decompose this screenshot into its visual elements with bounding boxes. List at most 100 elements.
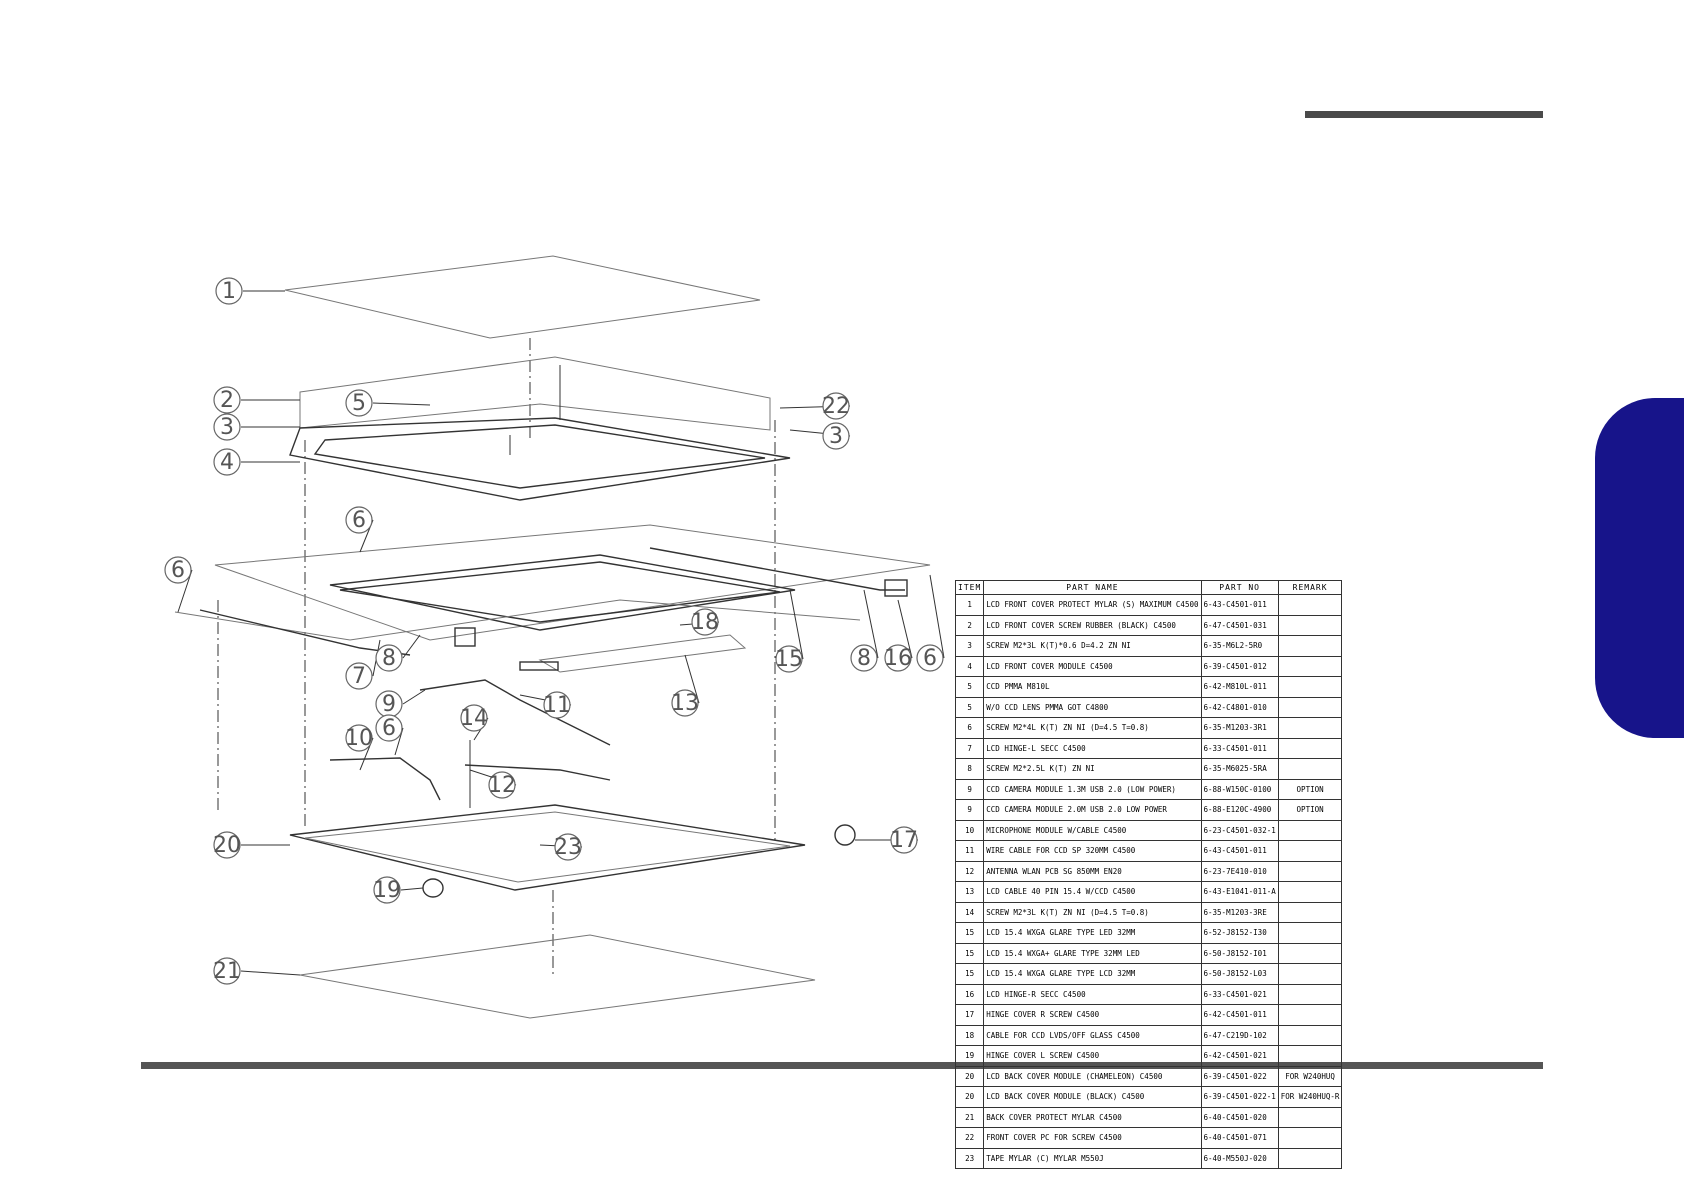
cell-item: 5 [954,696,985,718]
cell-part-no: 6-39-C4501-012 [1200,655,1279,677]
cell-part-name: LCD BACK COVER MODULE (BLACK) C4500 [983,1086,1202,1108]
cell-item: 12 [954,860,985,882]
cell-remark: FOR W240HUQ [1277,1065,1343,1087]
cell-part-no: 6-33-C4501-021 [1200,983,1279,1005]
cell-part-name: HINGE COVER L SCREW C4500 [983,1045,1202,1067]
cell-remark: OPTION [1277,778,1343,800]
callout-circle [460,704,488,732]
cell-remark [1277,655,1343,677]
callout-circle [213,413,241,441]
cell-part-no: 6-23-C4501-032-1 [1200,819,1279,841]
cell-item: 16 [954,983,985,1005]
part-lcd-cable [519,634,747,673]
cell-remark [1277,983,1343,1005]
callout-17: 17 [855,826,918,854]
callout-22: 22 [779,392,851,420]
cell-part-no: 6-88-W150C-0100 [1200,778,1279,800]
callout-leader [372,402,431,406]
callout-label: 3 [220,415,234,440]
cell-part-name: CCD PMMA M810L [983,676,1202,698]
part-lcd-panel [174,524,931,641]
callout-leader [863,589,879,659]
callout-label: 6 [352,508,366,533]
callout-circle [554,833,582,861]
callout-leader [402,689,426,705]
callout-21: 21 [213,957,301,985]
cell-remark [1277,1127,1343,1149]
callout-label: 20 [213,833,241,858]
cell-remark [1277,1024,1343,1046]
callout-label: 10 [345,726,373,751]
cell-part-no: 6-39-C4501-022-1 [1200,1086,1279,1108]
cell-part-name: HINGE COVER R SCREW C4500 [983,1004,1202,1026]
cell-remark [1277,881,1343,903]
cell-remark [1277,840,1343,862]
cell-part-no: 6-52-J8152-I30 [1200,922,1279,944]
callout-6: 6 [345,506,374,553]
cell-item: 9 [954,799,985,821]
cell-part-no: 6-35-M1203-3R1 [1200,717,1279,739]
callout-label: 17 [890,828,918,853]
cell-part-name: FRONT COVER PC FOR SCREW C4500 [983,1127,1202,1149]
header-rule [1305,111,1543,118]
callout-3: 3 [213,413,300,441]
cell-item: 15 [954,922,985,944]
callout-label: 12 [488,773,516,798]
cell-part-no: 6-42-C4801-010 [1200,696,1279,718]
cell-item: 23 [954,1147,985,1169]
callout-circle [375,644,403,672]
part-hinge-left [199,609,476,656]
callout-leader [402,634,421,659]
cell-part-no: 6-50-J8152-I01 [1200,942,1279,964]
callout-label: 5 [352,391,366,416]
cell-item: 8 [954,758,985,780]
part-front-mylar [284,255,761,440]
callout-14: 14 [460,704,489,741]
cell-part-name: LCD CABLE 40 PIN 15.4 W/CCD C4500 [983,881,1202,903]
callout-circle [345,389,373,417]
callout-9: 9 [375,689,426,718]
callout-label: 3 [829,424,843,449]
cell-part-name: SCREW M2*4L K(T) ZN NI (D=4.5 T=0.8) [983,717,1202,739]
cell-remark [1277,758,1343,780]
cell-remark [1277,737,1343,759]
cell-item: 21 [954,1106,985,1128]
callout-circle [215,277,243,305]
callout-15: 15 [775,589,804,673]
callout-label: 1 [222,279,236,304]
cell-part-no: 6-40-M550J-020 [1200,1147,1279,1169]
cell-part-name: CCD CAMERA MODULE 1.3M USB 2.0 (LOW POWE… [983,778,1202,800]
cell-item: 17 [954,1004,985,1026]
cell-remark [1277,1004,1343,1026]
cell-remark [1277,922,1343,944]
cell-item: 20 [954,1065,985,1087]
callout-leader [684,654,700,704]
cell-remark [1277,1106,1343,1128]
cell-item: 4 [954,655,985,677]
callout-label: 19 [373,878,401,903]
cell-item: 10 [954,819,985,841]
callout-label: 18 [691,610,719,635]
cell-item: 9 [954,778,985,800]
cell-part-name: LCD FRONT COVER SCREW RUBBER (BLACK) C45… [983,614,1202,636]
parts-list-header: ITEM PART NAME PART NO REMARK [954,580,1343,595]
callout-circle [775,645,803,673]
cell-part-no: 6-35-M6L2-5R0 [1200,635,1279,657]
callout-circle [822,392,850,420]
cell-part-name: LCD HINGE-R SECC C4500 [983,983,1202,1005]
callout-circle [375,714,403,742]
callout-10: 10 [345,724,374,771]
callout-circle [850,644,878,672]
